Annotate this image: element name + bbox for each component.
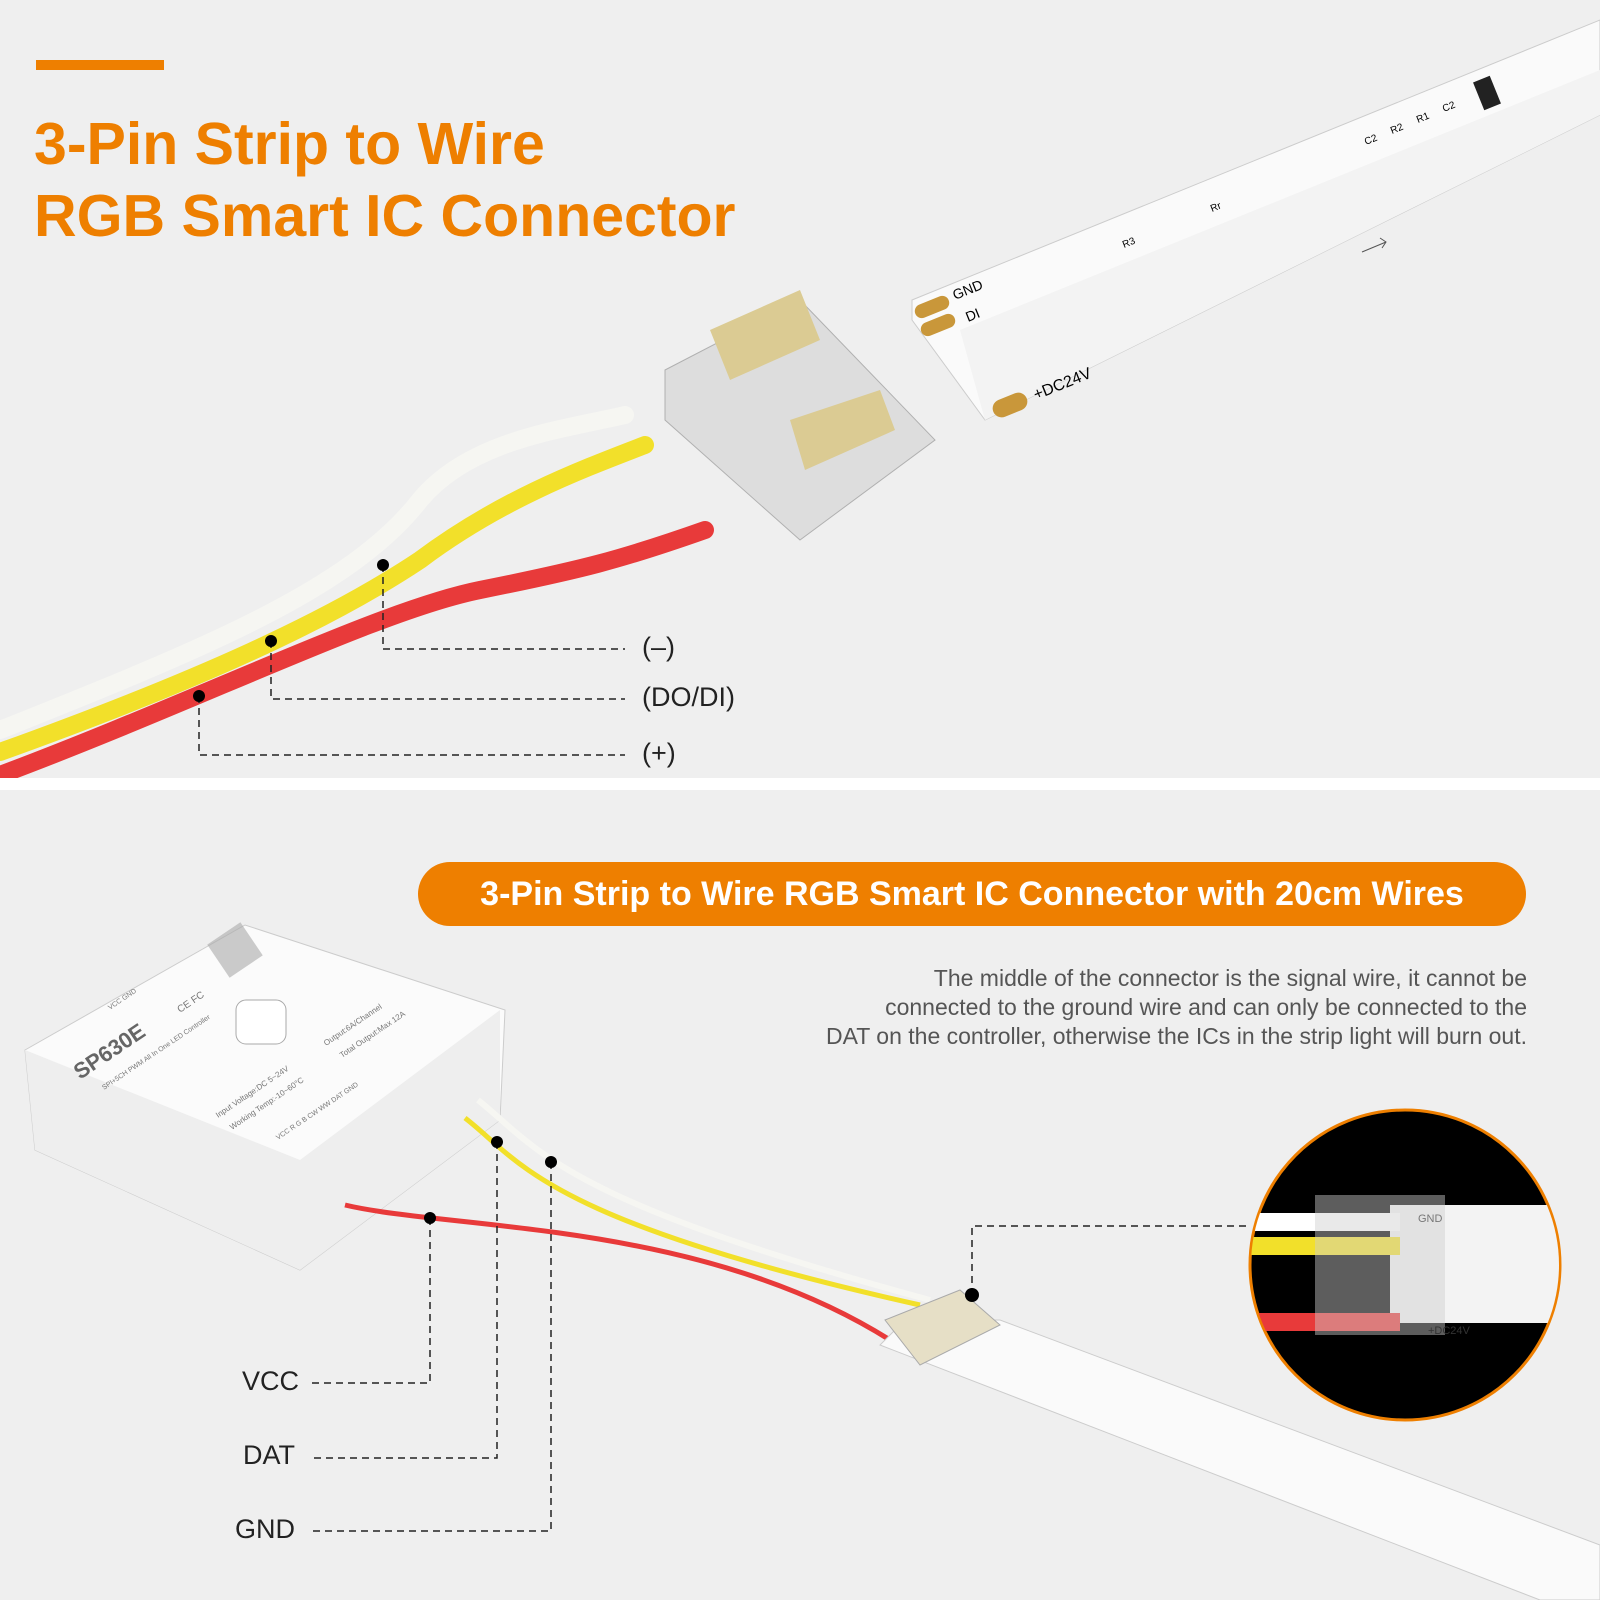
zoom-inset: GND +DC24V bbox=[1248, 1108, 1562, 1422]
accent-bar bbox=[36, 60, 164, 70]
label-dat: DAT bbox=[243, 1440, 295, 1470]
marker-gnd bbox=[545, 1156, 557, 1168]
marker-dat bbox=[491, 1136, 503, 1148]
marker-vcc bbox=[424, 1212, 436, 1224]
label-negative: (–) bbox=[642, 632, 675, 662]
leader-lines-bottom bbox=[310, 1142, 1250, 1532]
power-button-icon bbox=[235, 999, 287, 1045]
strip-component-c2b: C2 bbox=[1441, 100, 1457, 115]
title-line-2: RGB Smart IC Connector bbox=[34, 183, 736, 249]
strip-component-rr: Rr bbox=[1209, 200, 1224, 214]
leader-lines-top bbox=[198, 565, 625, 756]
marker-neg bbox=[377, 559, 389, 571]
strip-di-label: DI bbox=[963, 305, 982, 325]
controller-device: SP630E SPI+5CH PWM All In One LED Contro… bbox=[24, 922, 506, 1271]
connector-clip-icon bbox=[664, 290, 936, 541]
qr-code-icon bbox=[207, 922, 263, 978]
label-data: (DO/DI) bbox=[642, 682, 735, 712]
note-line-1: The middle of the connector is the signa… bbox=[933, 965, 1527, 991]
strip-component-r2: R2 bbox=[1389, 122, 1405, 137]
label-positive: (+) bbox=[642, 738, 676, 768]
title-line-1: 3-Pin Strip to Wire bbox=[34, 111, 545, 177]
ic-chip-icon bbox=[1473, 75, 1501, 111]
strip-component-r1: R1 bbox=[1415, 111, 1431, 126]
wires-top bbox=[0, 406, 714, 784]
connector-clip-installed bbox=[884, 1289, 1001, 1366]
banner: 3-Pin Strip to Wire RGB Smart IC Connect… bbox=[418, 862, 1526, 926]
label-gnd: GND bbox=[235, 1514, 295, 1544]
led-strip-bottom bbox=[879, 1319, 1600, 1600]
marker-pos bbox=[193, 690, 205, 702]
note-line-3: DAT on the controller, otherwise the ICs… bbox=[826, 1023, 1527, 1049]
warning-note: The middle of the connector is the signa… bbox=[627, 964, 1527, 1051]
strip-component-c2: C2 bbox=[1363, 133, 1379, 148]
page-title: 3-Pin Strip to Wire RGB Smart IC Connect… bbox=[34, 108, 736, 252]
strip-component-r3: R3 bbox=[1121, 236, 1137, 251]
label-vcc: VCC bbox=[242, 1366, 300, 1396]
note-line-2: connected to the ground wire and can onl… bbox=[885, 994, 1527, 1020]
inset-power-label: +DC24V bbox=[1428, 1325, 1471, 1337]
section-divider bbox=[0, 778, 1600, 790]
inset-gnd-label: GND bbox=[1418, 1213, 1443, 1225]
direction-arrow-icon bbox=[1361, 237, 1387, 253]
marker-data bbox=[265, 635, 277, 647]
marker-connector bbox=[965, 1288, 979, 1302]
led-strip-top: GND DI +DC24V R3 Rr C2 R2 R1 C2 bbox=[911, 19, 1600, 421]
wires-bottom bbox=[344, 1097, 931, 1343]
